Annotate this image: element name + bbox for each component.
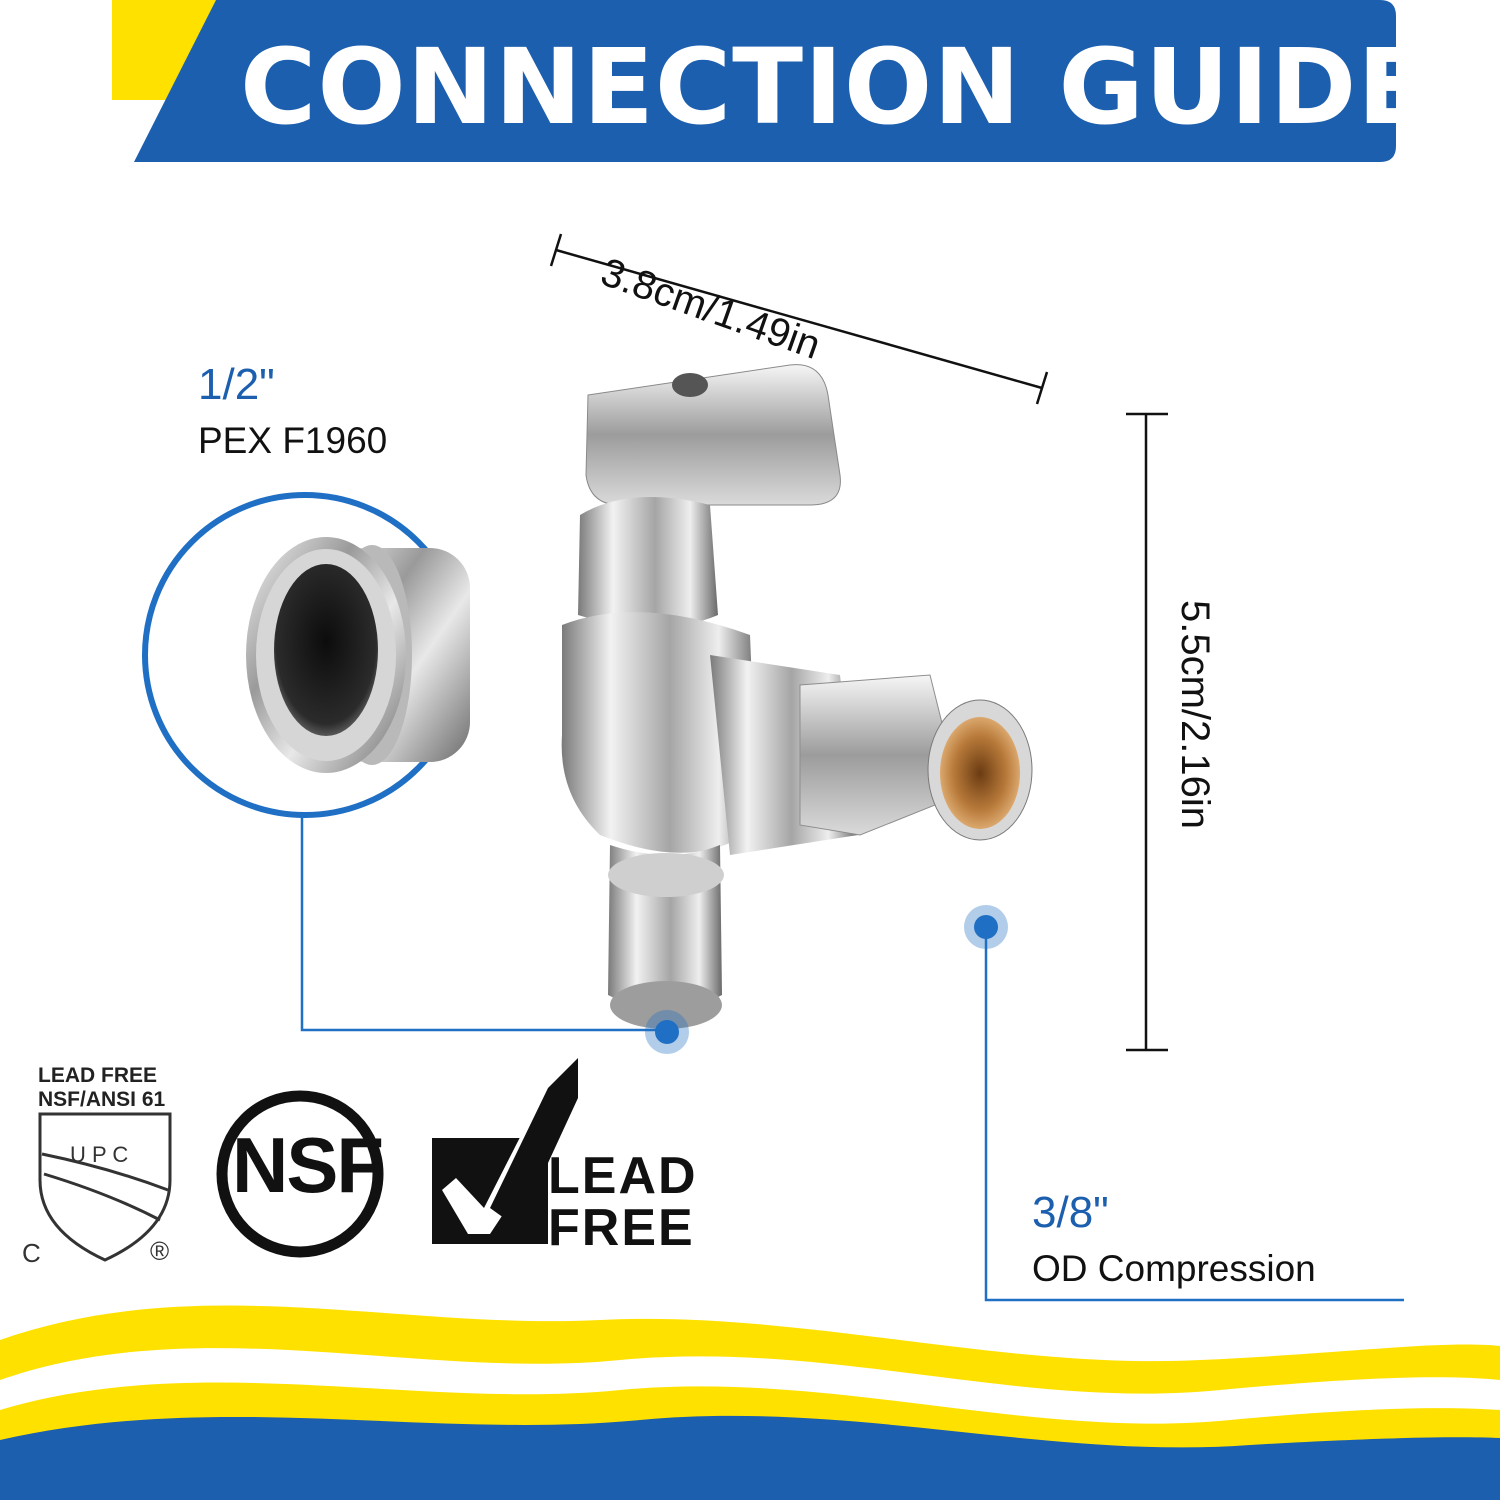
outlet-leader-line <box>984 928 1404 1302</box>
angle-stop-valve-image <box>561 364 1033 1029</box>
upc-shield-icon: U P C C ® <box>22 1112 172 1268</box>
page-title: CONNECTION GUIDE <box>240 26 1430 148</box>
upc-mark-text: U P C <box>70 1142 128 1167</box>
outlet-callout-dot <box>964 905 1008 949</box>
lead-free-line2: FREE <box>548 1199 695 1257</box>
svg-text:C: C <box>22 1238 41 1268</box>
outlet-size-label: 3/8" <box>1032 1188 1109 1237</box>
inlet-size-label: 1/2" <box>198 360 275 409</box>
bottom-wave-decoration <box>0 1305 1500 1500</box>
inlet-leader-line <box>300 815 666 1032</box>
inlet-callout-dot <box>645 1010 689 1054</box>
upc-lead-free-text: LEAD FREE <box>38 1064 158 1087</box>
svg-text:®: ® <box>150 1236 169 1266</box>
nsf-logo-text: NSF <box>232 1121 384 1209</box>
upc-nsf-ansi-text: NSF/ANSI 61 <box>38 1088 166 1111</box>
header-banner <box>112 0 1396 162</box>
banner-background <box>134 0 1396 162</box>
lead-free-line1: LEAD <box>548 1147 698 1205</box>
outlet-type-label: OD Compression <box>1032 1248 1316 1289</box>
nsf-logo-icon <box>216 1090 384 1258</box>
lead-free-checkmark-icon <box>432 1058 580 1244</box>
width-dimension-line <box>555 248 1043 390</box>
inlet-closeup <box>142 492 470 818</box>
height-dimension-label: 5.5cm/2.16in <box>1173 600 1217 830</box>
inlet-type-label: PEX F1960 <box>198 420 388 461</box>
